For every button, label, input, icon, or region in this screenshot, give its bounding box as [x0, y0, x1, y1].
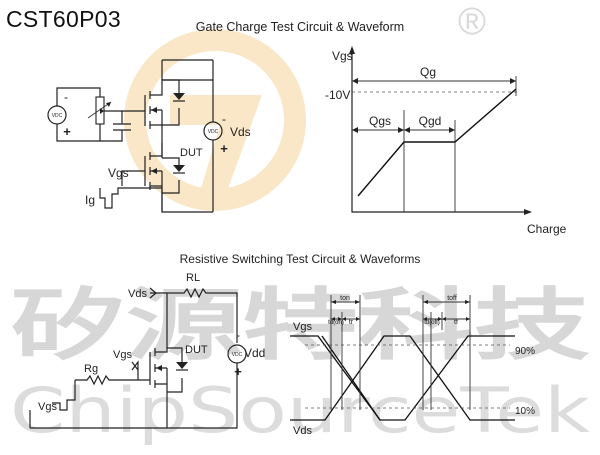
tdoff-label: td(off): [424, 320, 440, 326]
vgs-waveform: [290, 335, 381, 421]
tf-label: tf: [454, 319, 458, 326]
vdc-source-top-minus: -: [64, 90, 68, 104]
vds-plus: +: [220, 141, 228, 156]
resistive-waveform: Vgs Vds 90% 10% ton td(on) tr toff: [290, 295, 535, 437]
vdd-plus: +: [234, 364, 242, 379]
vgs-wave-label: Vgs: [293, 321, 312, 333]
vds-label-gate: Vds: [230, 125, 251, 139]
watermark-registered-mark: ®: [458, 1, 486, 43]
vdc-source-resistive-label: VDC: [232, 352, 243, 358]
resistive-title: Resistive Switching Test Circuit & Wavef…: [180, 252, 421, 266]
ig-label: Ig: [85, 193, 95, 207]
watermark-logo: [124, 29, 306, 211]
tdon-label: td(on): [328, 320, 344, 326]
resistive-circuit: Vds RL VDC - Vdd + DUT Vgs Rg: [29, 272, 265, 429]
pct-high-label: 90%: [515, 346, 535, 357]
vds-minus: -: [222, 112, 226, 126]
vdc-source-top-plus: +: [63, 124, 71, 139]
dut-mosfet-resistive: [149, 293, 188, 428]
dut-mosfet-gate: [99, 143, 213, 213]
vdc-source-right: [203, 121, 223, 141]
dut-label-resistive: DUT: [185, 344, 208, 356]
part-number-title: CST60P03: [6, 6, 121, 32]
dut-label-gate: DUT: [180, 147, 203, 159]
vds-waveform: [290, 335, 515, 421]
qgs-label: Qgs: [369, 114, 391, 128]
vds-label-resistive: Vds: [128, 288, 147, 300]
vdc-source-top-label: VDC: [52, 113, 63, 119]
rl-label: RL: [186, 272, 200, 284]
vdd-label: Vdd: [244, 346, 265, 360]
toff-label: toff: [447, 295, 457, 302]
upper-mosfet: [144, 79, 213, 143]
charge-axis-label: Charge: [527, 222, 567, 236]
level-label: -10V: [325, 88, 350, 102]
tr-label: tr: [349, 319, 354, 326]
rg-label: Rg: [84, 363, 98, 375]
vgs-axis-label: Vgs: [332, 49, 353, 63]
vgs-pulse-label: Vgs: [38, 401, 57, 413]
watermark-english-text: ChipSourceTek: [10, 374, 590, 447]
pct-low-label: 10%: [515, 406, 535, 417]
vgs-charge-curve: [357, 88, 517, 197]
watermark-chinese-text: 矽源特科技: [10, 281, 590, 371]
vdd-minus: -: [236, 328, 240, 342]
vgs-label-resistive: Vgs: [113, 349, 132, 361]
gate-charge-title: Gate Charge Test Circuit & Waveform: [196, 20, 404, 34]
vgs-label-gate: Vgs: [108, 166, 129, 180]
gate-charge-circuit: VDC - + VDC - Vds: [47, 59, 251, 213]
vdc-source-right-label: VDC: [208, 129, 219, 135]
watermark: ® 矽源特科技 ChipSourceTek: [10, 1, 590, 447]
vds-wave-label: Vds: [293, 425, 312, 437]
gate-charge-waveform: Vgs Charge -10V Qg Qgs Qgd: [325, 46, 567, 236]
ton-label: ton: [340, 295, 350, 302]
qgd-label: Qgd: [419, 114, 442, 128]
qg-label: Qg: [420, 65, 436, 79]
